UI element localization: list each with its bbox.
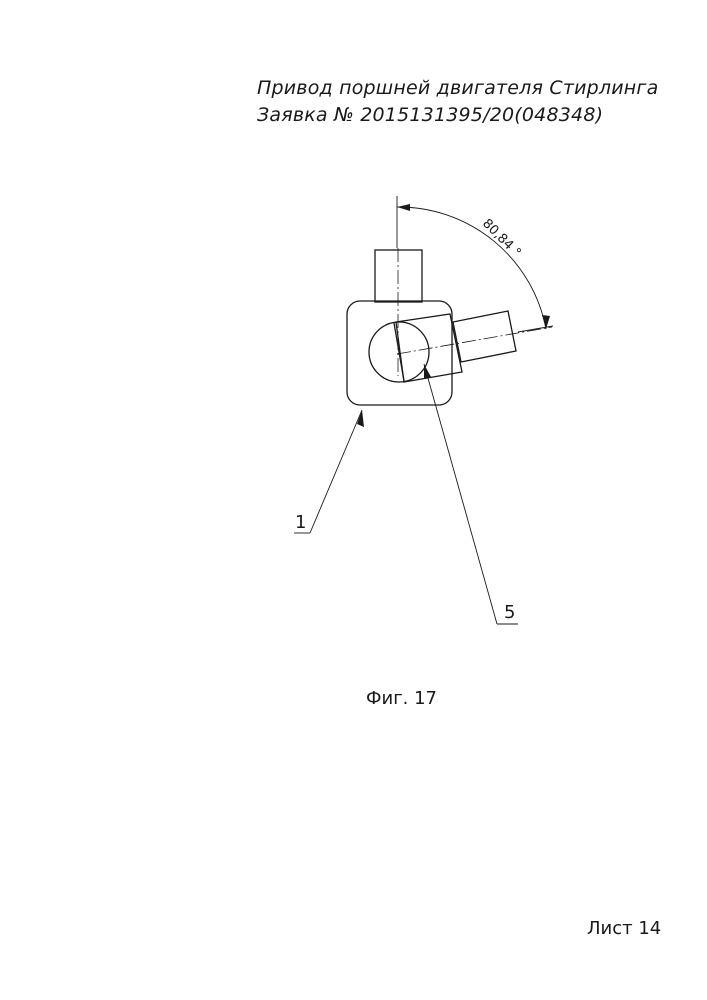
angle-dimension-arc: [397, 207, 546, 329]
tilted-rod: [453, 311, 516, 362]
figure-caption: Фиг. 17: [366, 688, 437, 709]
tilted-reference-line: [518, 326, 553, 332]
sheet-number: Лист 14: [587, 918, 661, 939]
vertical-rod: [375, 250, 422, 302]
angle-label: 80,84 °: [479, 216, 523, 260]
leader-line-5: [424, 364, 497, 624]
callout-number-1: 1: [295, 512, 306, 533]
leader-arrow-5: [424, 364, 431, 379]
leader-line-1: [310, 410, 362, 533]
angle-arrow-start: [397, 204, 410, 211]
disc-chord: [394, 323, 404, 381]
callout-number-5: 5: [504, 602, 515, 623]
